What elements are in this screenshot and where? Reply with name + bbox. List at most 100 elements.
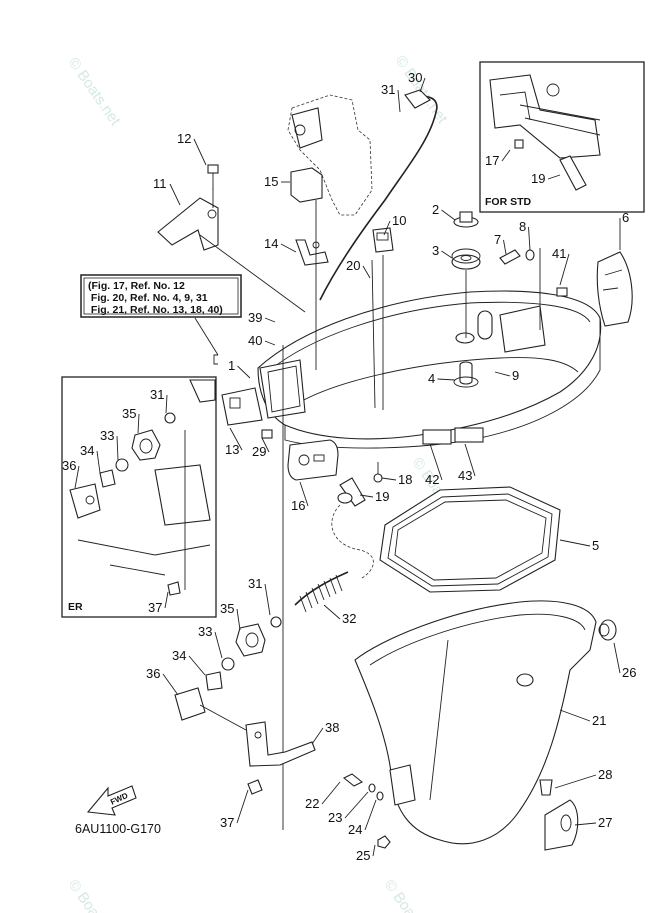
callout-number: 33 [198,624,212,639]
part-12-bolt [207,164,219,190]
callout-41: 41 [552,246,570,286]
callout-42: 42 [425,443,443,487]
watermark: © Boats.net [392,53,451,128]
callout-16: 16 [291,481,309,513]
leader-line [137,413,140,434]
part-11-bracket [157,197,219,251]
callout-number: 36 [146,666,160,681]
callout-number: 16 [291,498,305,513]
leader-line [344,791,369,819]
leader-line [559,539,591,547]
callout-number: 18 [398,472,412,487]
leader-line [362,265,371,279]
callout-39: 39 [248,310,276,325]
callout-number: 23 [328,810,342,825]
callout-number: 10 [392,213,406,228]
callout-number: 36 [62,458,76,473]
callout-number: 17 [485,153,499,168]
callout-number: 34 [80,443,94,458]
leader-line [261,437,270,453]
leader-line [372,844,376,857]
callout-number: 21 [592,713,606,728]
part-21-lower-cover [354,600,597,845]
leader-line [323,604,341,620]
leader-line [381,477,397,481]
leader-line [74,465,80,489]
part-19-grommet [337,477,366,507]
part-10-plug [372,227,394,253]
callout-26: 26 [613,642,636,680]
callout-35: 35 [220,601,241,631]
leader-line [237,365,251,379]
leader-line [547,174,561,180]
reference-note: (Fig. 17, Ref. No. 12 Fig. 20, Ref. No. … [80,274,242,365]
callout-12: 12 [177,131,207,166]
callout-33: 33 [100,428,119,461]
callout-number: 2 [432,202,439,217]
callout-29: 29 [252,437,270,459]
callout-number: 14 [264,236,278,251]
leader-line [559,253,570,286]
callout-34: 34 [172,648,206,676]
leader-line [214,631,223,659]
callout-number: 41 [552,246,566,261]
callout-number: 34 [172,648,186,663]
parts-31-36-main [174,616,282,731]
callout-number: 20 [346,258,360,273]
leader-lines [199,188,541,830]
inset-er: ER [61,376,217,618]
reference-note-line-3: Fig. 21, Ref. No. 13, 18, 40) [88,304,223,316]
callout-6: 6 [619,210,629,250]
callout-4: 4 [428,371,456,386]
leader-line [164,591,169,609]
leader-line [528,226,531,251]
diagram-code: 6AU1100-G170 [75,822,161,836]
cable [331,504,374,579]
callout-number: 37 [220,815,234,830]
leader-line [165,394,168,414]
part-6-bracket [596,251,633,327]
callout-38: 38 [311,720,339,745]
inset-for-std: FOR STD [479,61,645,213]
callout-number: 11 [153,176,167,191]
part-15-14 [290,167,329,266]
callout-43: 43 [458,443,476,483]
part-2-3 [451,211,481,270]
callout-30: 30 [408,70,426,93]
leader-line [299,481,309,507]
engine-bracket-outline [287,94,373,216]
callout-number: 5 [592,538,599,553]
part-37-bolt [247,779,263,795]
callout-36: 36 [146,666,179,696]
part-30-hose [319,89,438,301]
callout-19: 19 [531,171,561,186]
inset-label-for-std: FOR STD [485,196,531,208]
callout-18: 18 [381,472,412,487]
part-27-28 [539,779,579,851]
leader-line [169,183,181,206]
leader-line [554,774,597,789]
callout-24: 24 [348,799,377,837]
leader-line [264,340,276,346]
callout-1: 1 [228,358,251,379]
leader-line [419,77,426,93]
leader-line [441,250,453,259]
callout-17: 17 [485,149,511,168]
callout-number: 1 [228,358,235,373]
callout-number: 22 [305,796,319,811]
leader-line [383,220,391,236]
callout-5: 5 [559,538,599,553]
leader-line [264,583,271,616]
leader-line [437,378,456,381]
part-5-gasket [379,486,561,593]
callouts: 1234567891011121314151617181919202122232… [62,70,636,863]
callout-31: 31 [381,82,401,113]
parts-22-25 [342,773,391,849]
leader-line [116,435,119,461]
callout-3: 3 [432,243,453,259]
callout-number: 35 [220,601,234,616]
callout-31: 31 [248,576,271,616]
leader-line [359,494,374,498]
callout-7: 7 [494,232,507,255]
callout-2: 2 [432,202,456,221]
